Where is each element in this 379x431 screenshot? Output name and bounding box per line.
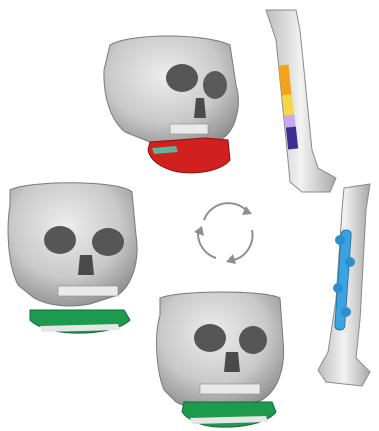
arrowhead-right (226, 254, 236, 264)
skull-reconstructed-left (8, 183, 137, 333)
left-orbit-left (44, 226, 76, 254)
skull-reconstructed-bottom (157, 292, 284, 427)
fibula-segmented (266, 10, 336, 192)
segment-yellow (282, 95, 294, 116)
arrow-arc-left (198, 232, 216, 258)
left-orbit-bottom (194, 324, 226, 352)
skull-resection-top (104, 36, 238, 173)
fibula-shaft-top (266, 10, 336, 192)
cycle-arrows-icon (194, 203, 253, 264)
fibula-with-plate (318, 184, 370, 386)
screw-2 (345, 257, 355, 267)
upper-teeth (170, 124, 208, 134)
nasal-cavity (194, 98, 206, 118)
upper-teeth-left (58, 286, 118, 296)
arrow-arc-top (204, 203, 246, 220)
screw-1 (335, 235, 345, 245)
segment-lavender (284, 115, 295, 128)
right-orbit-bottom (239, 326, 267, 354)
arrowhead-left (194, 226, 204, 236)
red-mandible (148, 138, 230, 173)
right-orbit (203, 71, 227, 99)
arrow-arc-right (234, 230, 253, 260)
right-orbit-left (92, 228, 124, 256)
nasal-cavity-left (78, 255, 94, 275)
nasal-cavity-bottom (224, 352, 240, 372)
upper-teeth-bottom (200, 384, 260, 394)
screw-3 (333, 283, 343, 293)
left-orbit (166, 64, 198, 92)
screw-4 (341, 307, 351, 317)
